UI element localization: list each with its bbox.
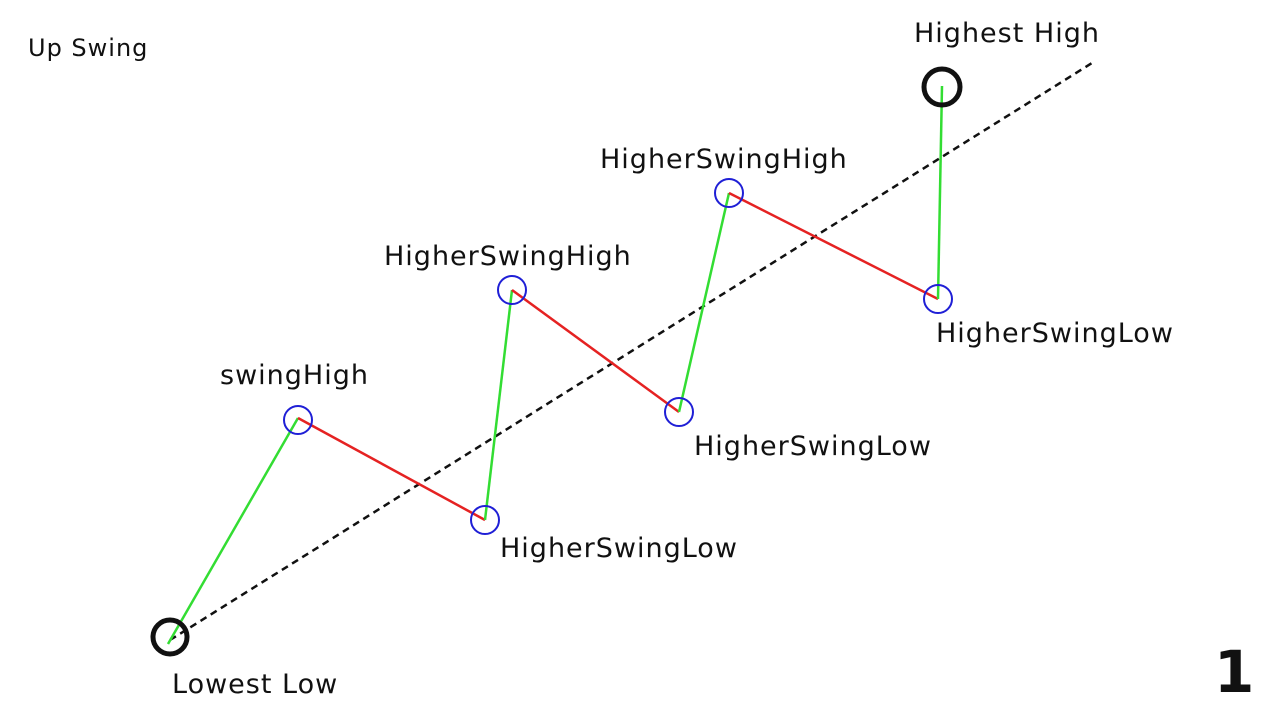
highest-high-label: Highest High — [914, 18, 1100, 49]
swing-low-1-label: HigherSwingLow — [500, 533, 738, 564]
lowest-low-marker — [150, 617, 190, 657]
swing-high-1-label: swingHigh — [220, 360, 369, 391]
up-leg-2 — [483, 289, 514, 521]
down-leg-3 — [728, 191, 939, 301]
down-leg-2 — [511, 288, 680, 414]
swing-low-3-marker — [923, 284, 953, 314]
down-leg-1 — [297, 416, 486, 522]
up-leg-1 — [166, 417, 300, 645]
swing-low-2-marker — [664, 397, 694, 427]
diagram-title: Up Swing — [28, 34, 148, 62]
swing-high-2-marker — [497, 275, 527, 305]
swing-high-2-label: HigherSwingHigh — [384, 241, 632, 272]
swing-high-1-marker — [283, 405, 313, 435]
highest-high-marker — [921, 66, 963, 108]
swing-low-1-marker — [470, 505, 500, 535]
swing-high-3-marker — [714, 178, 744, 208]
swing-high-3-label: HigherSwingHigh — [600, 144, 848, 175]
up-leg-3 — [677, 192, 731, 413]
page-number: 1 — [1214, 638, 1254, 706]
swing-low-2-label: HigherSwingLow — [694, 431, 932, 462]
up-leg-4 — [936, 85, 944, 300]
lowest-low-label: Lowest Low — [172, 669, 338, 700]
trend-line — [169, 61, 1093, 642]
swing-low-3-label: HigherSwingLow — [936, 318, 1174, 349]
